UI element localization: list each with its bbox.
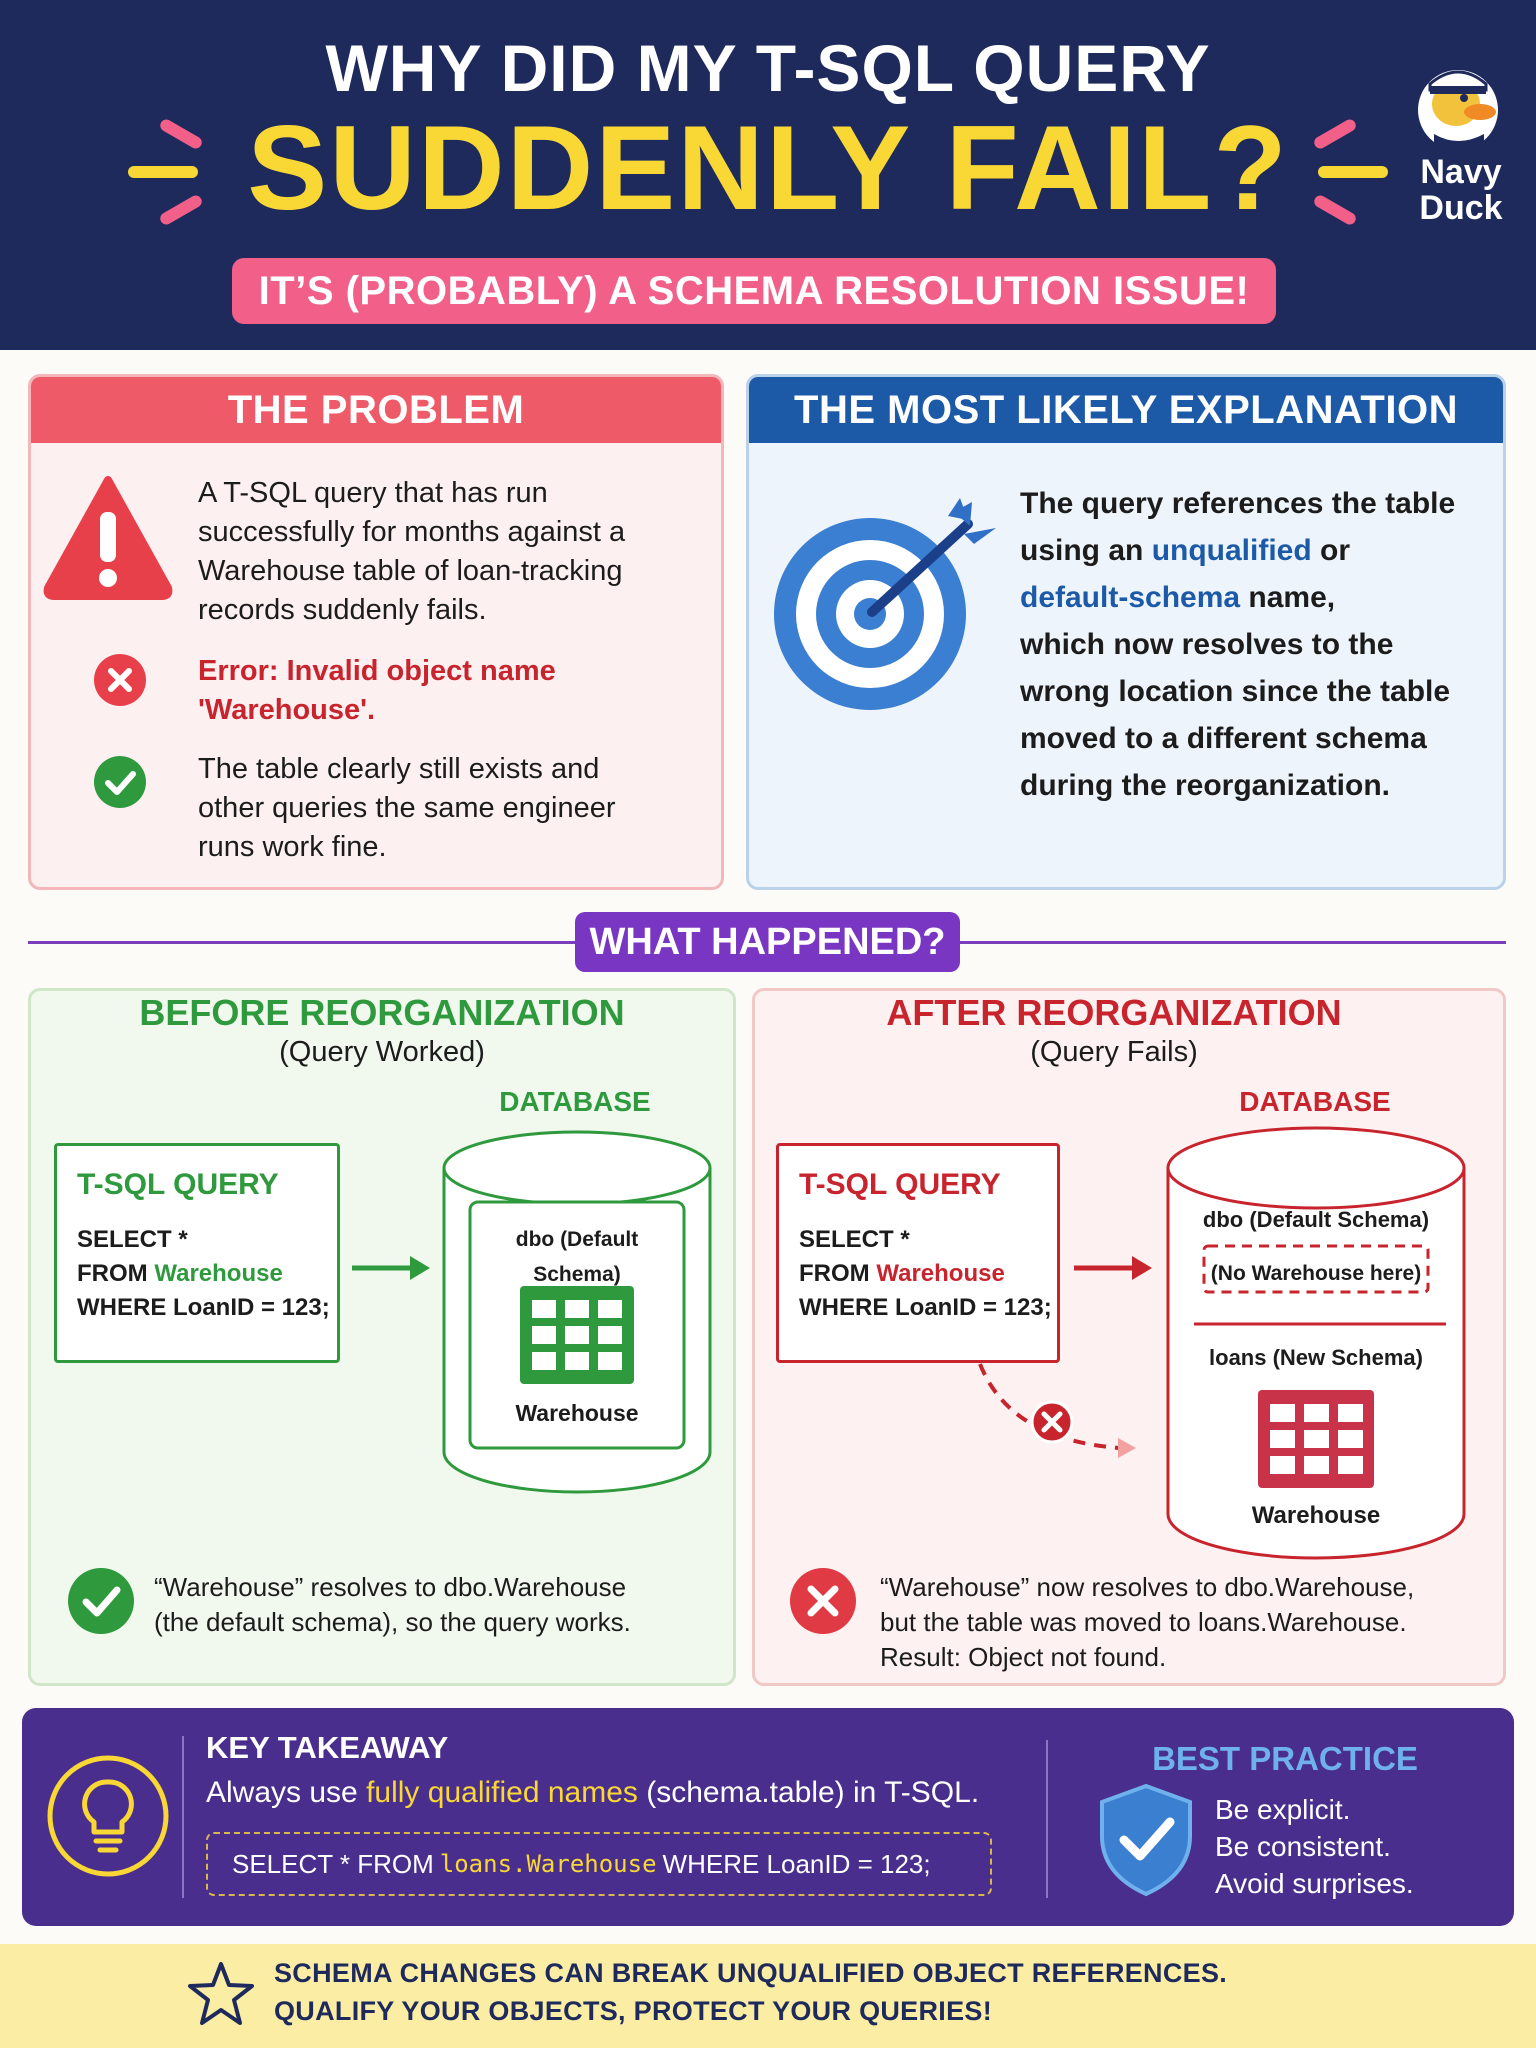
logo-text: Navy Duck <box>1419 153 1503 227</box>
explanation-title: THE MOST LIKELY EXPLANATION <box>749 377 1503 443</box>
problem-title: THE PROBLEM <box>31 377 721 443</box>
before-database-label: DATABASE <box>499 1086 651 1117</box>
after-default-schema-label: dbo (Default Schema) <box>1202 1207 1430 1232</box>
failed-path-arrow-icon <box>978 1363 1136 1458</box>
after-table-icon <box>1258 1390 1374 1488</box>
explanation-text: The query references the table using an … <box>1020 487 1456 802</box>
header-banner: WHY DID MY T-SQL QUERY SUDDENLY FAIL? IT… <box>0 0 1536 350</box>
footer-line-2: QUALIFY YOUR OBJECTS, PROTECT YOUR QUERI… <box>274 1996 992 2026</box>
after-table-name: Warehouse <box>876 1260 1005 1287</box>
best-practice-line-2: Be consistent. <box>1215 1831 1391 1862</box>
after-subtitle: (Query Fails) <box>1030 1036 1198 1068</box>
after-failure-icon <box>790 1568 856 1634</box>
burst-left-icon <box>128 117 208 228</box>
error-x-icon <box>94 654 146 706</box>
error-message: Error: Invalid object name 'Warehouse'. <box>198 655 556 726</box>
takeaway-panel <box>22 1708 1514 1926</box>
problem-description: A T-SQL query that has run successfully … <box>198 477 626 626</box>
after-table-label: Warehouse <box>1251 1502 1381 1529</box>
before-table-label: Warehouse <box>515 1400 639 1426</box>
before-table-name: Warehouse <box>154 1260 283 1287</box>
lightbulb-icon <box>47 1755 169 1877</box>
best-practice-line-3: Avoid surprises. <box>1215 1868 1414 1899</box>
unqualified-highlight: unqualified <box>1151 534 1312 567</box>
shield-check-icon <box>1100 1783 1192 1897</box>
key-takeaway-text: Always use fully qualified names (schema… <box>206 1776 980 1809</box>
qualified-table-name: loans.Warehouse <box>439 1850 657 1878</box>
before-query-box: T-SQL QUERY SELECT * FROM Warehouse WHER… <box>54 1143 340 1363</box>
before-table-icon <box>520 1286 634 1384</box>
what-happened-badge: WHAT HAPPENED? <box>575 912 960 972</box>
takeaway-separator-right <box>1046 1740 1048 1898</box>
problem-panel: THE PROBLEM <box>28 374 724 890</box>
after-query-box: T-SQL QUERY SELECT * FROM Warehouse WHER… <box>776 1143 1060 1363</box>
best-practice-title: BEST PRACTICE <box>1152 1740 1418 1777</box>
before-schema-label: dbo (Default Schema) <box>515 1228 639 1286</box>
title-line-1: WHY DID MY T-SQL QUERY <box>325 31 1211 105</box>
burst-right-icon <box>1308 117 1388 228</box>
footer-banner <box>0 1944 1536 2048</box>
after-title: AFTER REORGANIZATION <box>886 992 1342 1033</box>
best-practice-line-1: Be explicit. <box>1215 1794 1351 1825</box>
after-database-icon <box>1166 1126 1466 1560</box>
before-subtitle: (Query Worked) <box>279 1036 485 1068</box>
after-database-label: DATABASE <box>1239 1086 1391 1117</box>
before-result-text: “Warehouse” resolves to dbo.Warehouse (t… <box>154 1572 631 1637</box>
before-success-icon <box>68 1568 134 1634</box>
fully-qualified-highlight: fully qualified names <box>366 1776 638 1809</box>
before-title: BEFORE REORGANIZATION <box>139 992 625 1033</box>
takeaway-separator-left <box>182 1736 184 1898</box>
default-schema-highlight: default-schema <box>1020 581 1241 614</box>
star-icon <box>188 1962 254 2025</box>
table-exists-note: The table clearly still exists and other… <box>198 753 616 863</box>
before-arrow-icon <box>352 1256 430 1280</box>
explanation-panel: THE MOST LIKELY EXPLANATION <box>746 374 1506 890</box>
after-result-text: “Warehouse” now resolves to dbo.Warehous… <box>880 1572 1415 1672</box>
warning-icon <box>43 476 173 600</box>
after-arrow-icon <box>1074 1256 1152 1280</box>
footer-line-1: SCHEMA CHANGES CAN BREAK UNQUALIFIED OBJ… <box>274 1958 1228 1988</box>
no-warehouse-label: (No Warehouse here) <box>1210 1262 1422 1285</box>
target-dart-icon <box>774 498 996 710</box>
subtitle-banner: IT’S (PROBABLY) A SCHEMA RESOLUTION ISSU… <box>232 258 1276 324</box>
key-takeaway-title: KEY TAKEAWAY <box>206 1730 449 1765</box>
after-new-schema-label: loans (New Schema) <box>1209 1345 1423 1370</box>
success-check-icon <box>94 756 146 808</box>
duck-mascot-icon <box>1418 70 1498 150</box>
title-line-2: SUDDENLY FAIL? <box>247 101 1289 235</box>
